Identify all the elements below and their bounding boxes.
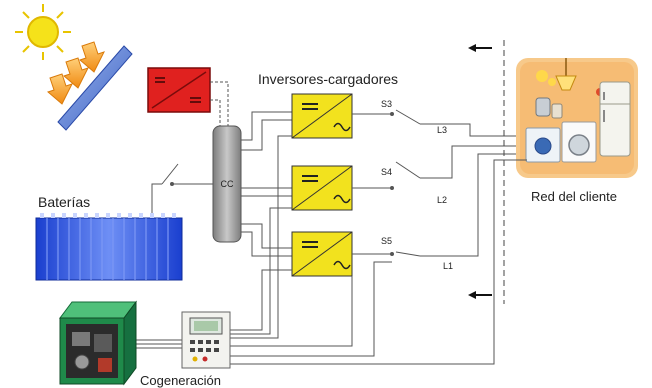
cogeneration-label: Cogeneración [140,373,221,388]
sun-icon [15,4,71,60]
left-arrow-icon-top [468,44,492,52]
battery-bank [35,213,183,281]
client-network-label: Red del cliente [531,189,617,204]
line-l2-label: L2 [437,195,447,205]
switch-s5-label: S5 [381,236,392,246]
inverter-2 [291,165,353,211]
inverter-1 [291,93,353,139]
charge-controller-icon [147,67,211,113]
switch-s3-label: S3 [381,99,392,109]
inverters-label: Inversores-cargadores [258,71,398,87]
cogeneration-controller-icon [181,311,231,369]
sunlight-arrows-icon [47,41,105,105]
cogeneration-unit-icon [59,300,137,386]
dc-bus-bar: CC [212,125,242,243]
battery-switch [151,163,213,218]
dc-to-inverter-wires [241,111,292,257]
left-arrow-icon-bottom [468,291,492,299]
household-appliances-icon [516,58,638,178]
inverter-3 [291,231,353,277]
dc-bus-label: CC [221,179,234,189]
switch-s4-label: S4 [381,167,392,177]
line-l3-label: L3 [437,125,447,135]
cogeneration-wires [136,135,527,365]
ac-output-wires [352,109,527,257]
controller-dc-links [210,81,229,128]
solar-panel-icon [57,45,133,131]
line-l1-label: L1 [443,261,453,271]
batteries-label: Baterías [38,194,90,210]
